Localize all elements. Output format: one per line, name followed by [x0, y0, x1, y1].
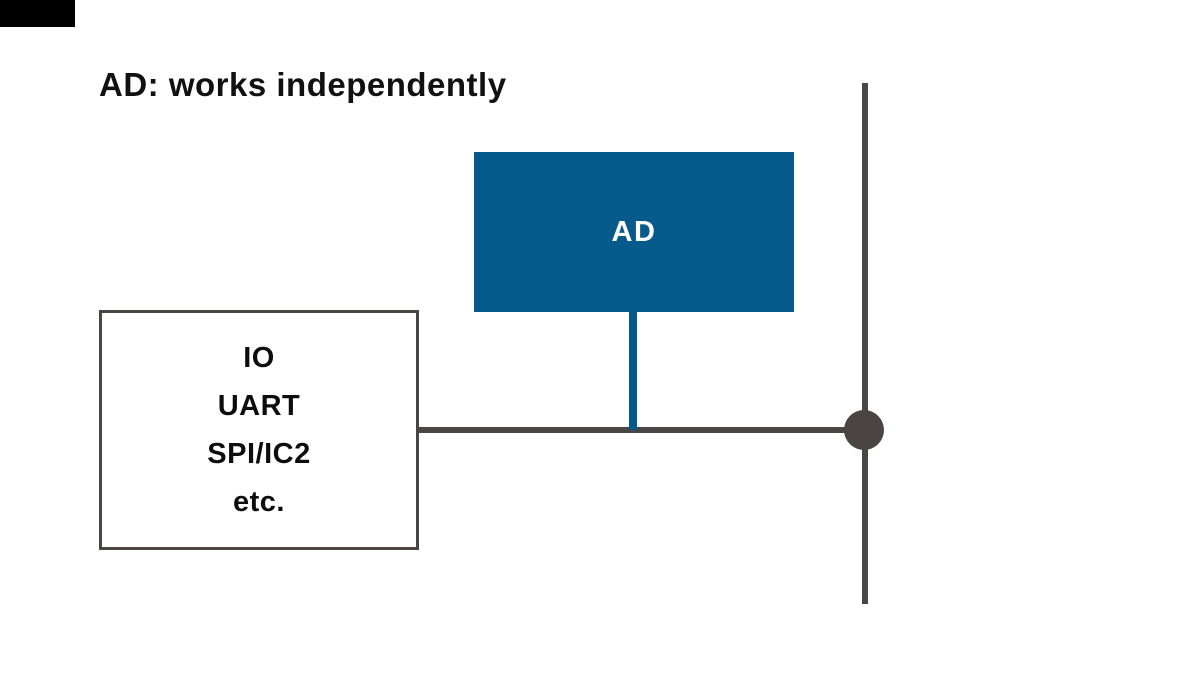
ad-connector-vertical [629, 311, 637, 430]
bus-line-vertical [862, 83, 868, 604]
connector-horizontal [417, 427, 864, 433]
junction-dot [844, 410, 884, 450]
ad-block-label: AD [611, 215, 657, 248]
ad-block: AD [474, 152, 794, 312]
peripheral-label-etc: etc. [233, 486, 285, 518]
peripheral-label-io: IO [243, 342, 275, 374]
diagram-title: AD: works independently [99, 66, 507, 103]
peripheral-label-uart: UART [217, 390, 301, 422]
peripherals-block: IO UART SPI/IC2 etc. [99, 310, 419, 550]
peripheral-label-spi-ic2: SPI/IC2 [207, 438, 311, 470]
corner-mark [0, 0, 75, 27]
